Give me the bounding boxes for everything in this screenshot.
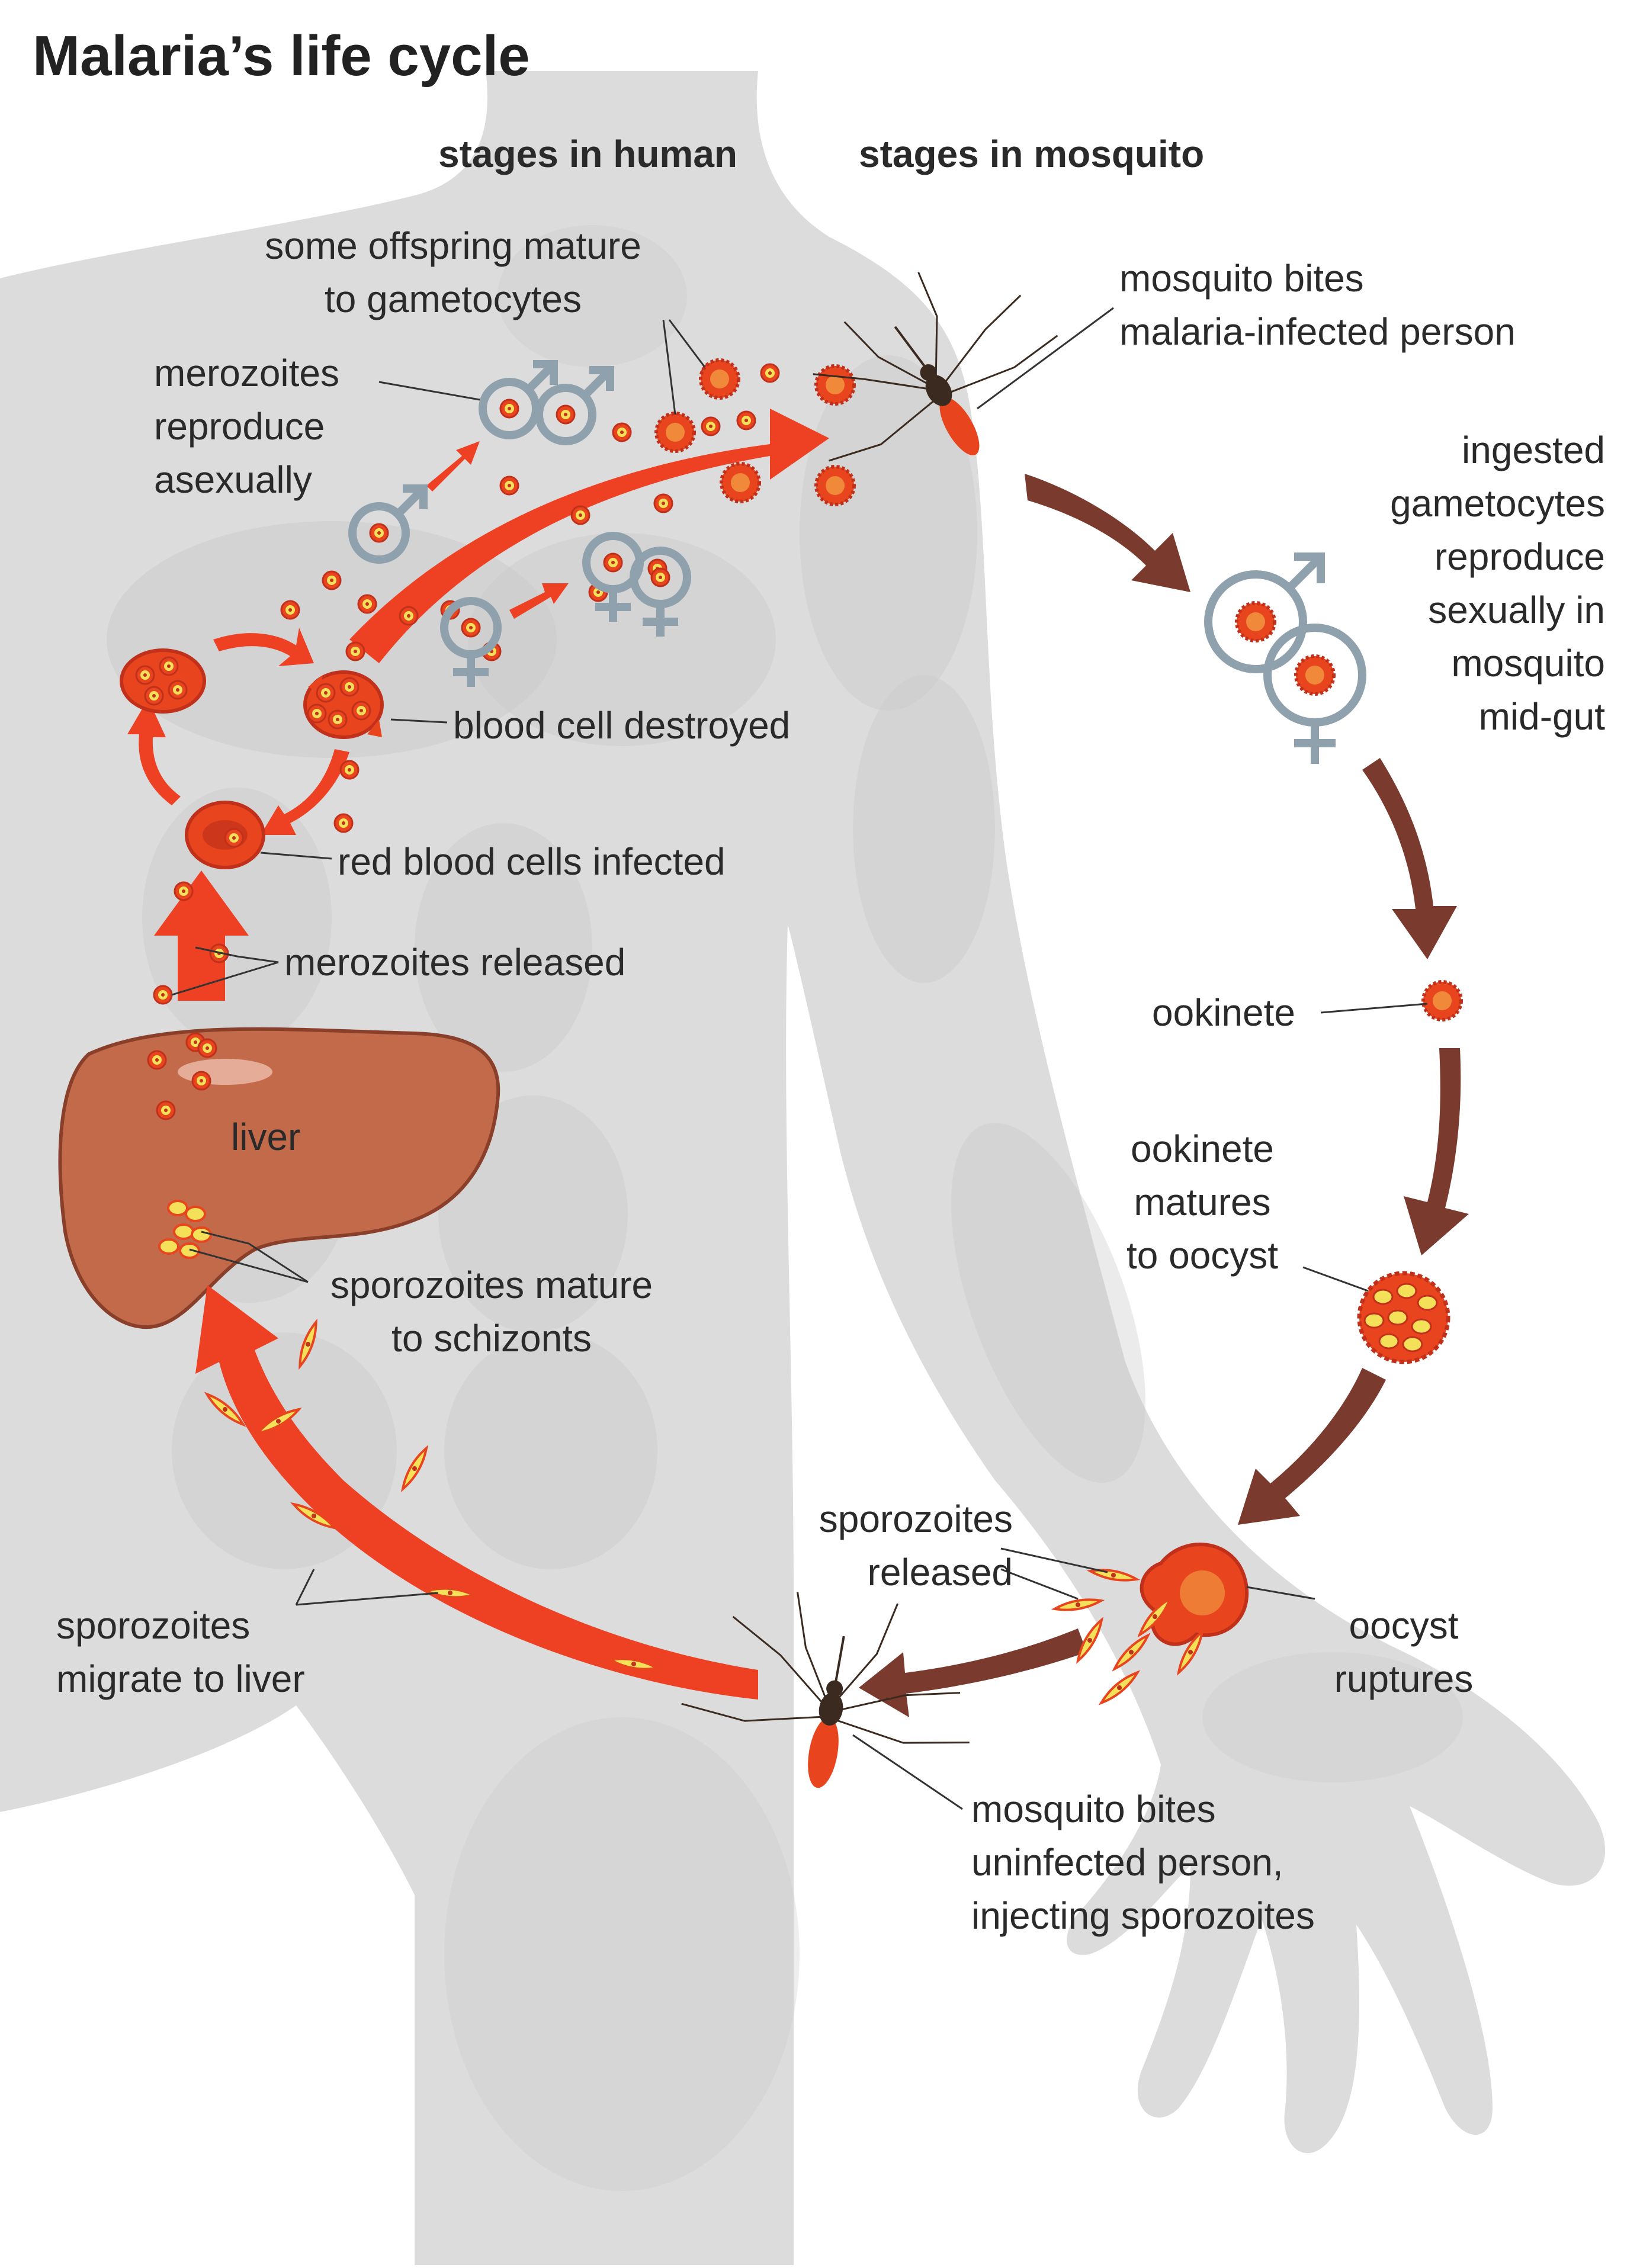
liver-merozoite	[156, 1100, 176, 1120]
liver-merozoite	[147, 1050, 167, 1070]
arrow-cycle-1	[213, 628, 314, 666]
gametocyte-symbols-human	[348, 360, 691, 687]
mosquito-icon	[813, 272, 1058, 462]
label-red-blood-cells-infected: red blood cells infected	[338, 840, 726, 883]
header-mosquito-stages: stages in mosquito	[859, 133, 1205, 175]
red-blood-cells	[120, 648, 384, 869]
female-symbol-icon	[630, 547, 691, 637]
arrow-mosquito-5	[859, 1628, 1087, 1717]
page-title: Malaria’s life cycle	[33, 24, 530, 88]
oocyst	[1357, 1271, 1450, 1364]
female-symbol-icon	[440, 597, 502, 687]
arrow-mosquito-2	[1362, 758, 1457, 959]
arrow-cycle-2	[261, 749, 349, 835]
male-symbol-icon	[348, 484, 428, 564]
male-symbol-icon	[1204, 552, 1325, 673]
label-sporozoites-migrate: sporozoites migrate to liver	[56, 1604, 305, 1700]
healthy-rbc	[185, 801, 265, 869]
arrow-to-male-gametocyte	[426, 441, 480, 491]
arrow-mosquito-3	[1404, 1048, 1469, 1255]
label-ookinete: ookinete	[1152, 991, 1295, 1034]
ookinete-cell	[1423, 982, 1461, 1020]
female-symbol-icon	[1263, 624, 1366, 764]
liver-merozoite	[197, 1038, 217, 1058]
liver-merozoite	[191, 1071, 211, 1091]
label-blood-cell-destroyed: blood cell destroyed	[453, 704, 791, 747]
arrow-to-female-gametocyte	[509, 583, 569, 619]
mosquito-cycle-arrows	[859, 474, 1469, 1717]
label-ingested-gametocytes: ingested gametocytes reproduce sexually …	[1390, 429, 1605, 738]
arrow-to-liver	[195, 1285, 758, 1700]
label-mosquito-bites-uninfected: mosquito bites uninfected person, inject…	[971, 1788, 1315, 1937]
male-symbol-icon	[535, 366, 614, 445]
leader-lines	[171, 307, 1428, 1810]
arrow-liver-to-blood	[154, 870, 249, 1001]
human-cycle-arrows	[127, 409, 829, 1700]
arrow-mosquito-1	[1025, 474, 1190, 592]
ruptured-oocyst	[1140, 1543, 1249, 1646]
label-mosquito-bites-infected: mosquito bites malaria-infected person	[1119, 257, 1516, 353]
label-some-offspring: some offspring mature to gametocytes	[265, 224, 641, 320]
label-sporozoites-mature: sporozoites mature to schizonts	[330, 1264, 653, 1360]
label-liver: liver	[231, 1116, 301, 1158]
label-merozoites-reproduce: merozoites reproduce asexually	[154, 352, 339, 501]
header-human-stages: stages in human	[438, 133, 737, 175]
label-ookinete-matures: ookinete matures to oocyst	[1126, 1127, 1279, 1277]
arrow-mosquito-4	[1238, 1368, 1386, 1525]
label-sporozoites-released: sporozoites released	[819, 1498, 1013, 1594]
infected-rbc-merozoites	[120, 648, 206, 714]
arrow-cycle-3	[127, 699, 181, 805]
arrow-blood-to-mosquito	[349, 409, 829, 663]
gametocyte-symbols-mosquito	[1204, 552, 1366, 764]
label-oocyst-ruptures: oocyst ruptures	[1334, 1604, 1474, 1700]
destroyed-blood-cell	[303, 670, 384, 739]
label-merozoites-released: merozoites released	[284, 941, 626, 984]
mosquito-icon	[681, 1592, 970, 1788]
